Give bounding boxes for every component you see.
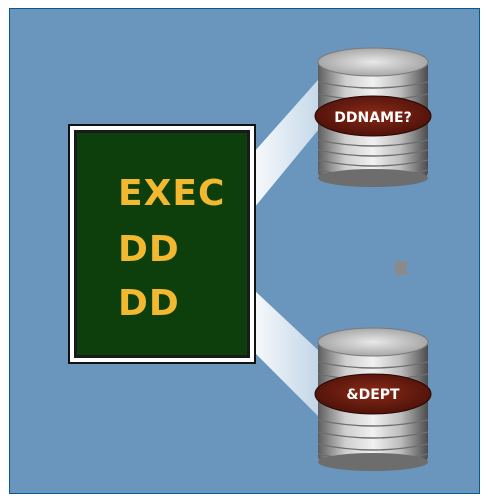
jcl-line-dd-2: DD xyxy=(118,283,180,324)
connector-beam-bottom xyxy=(254,290,322,420)
jcl-line-dd-1: DD xyxy=(118,229,180,270)
dataset-label-ddname: DDNAME? xyxy=(334,110,411,126)
jcl-statement-card: EXEC DD DD xyxy=(68,124,256,364)
connector-beam-top xyxy=(254,80,328,208)
dataset-label-dept: &DEPT xyxy=(346,387,400,403)
disk-stack-top: DDNAME? xyxy=(314,47,432,187)
jcl-line-exec: EXEC xyxy=(118,173,226,214)
disk-stack-bottom: &DEPT xyxy=(314,327,432,471)
placeholder-marker xyxy=(395,261,407,275)
